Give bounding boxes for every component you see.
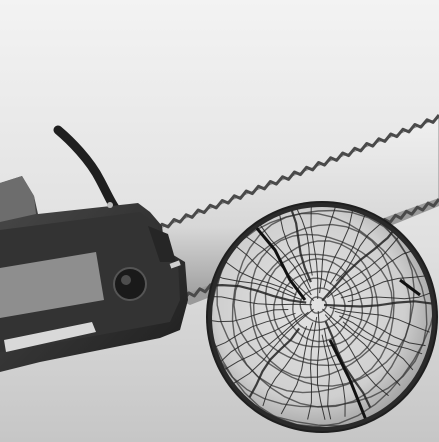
label-stripe	[4, 322, 96, 352]
chainsaw-body	[0, 176, 188, 372]
tension-knob	[113, 267, 147, 301]
log-cross-section	[206, 201, 438, 433]
